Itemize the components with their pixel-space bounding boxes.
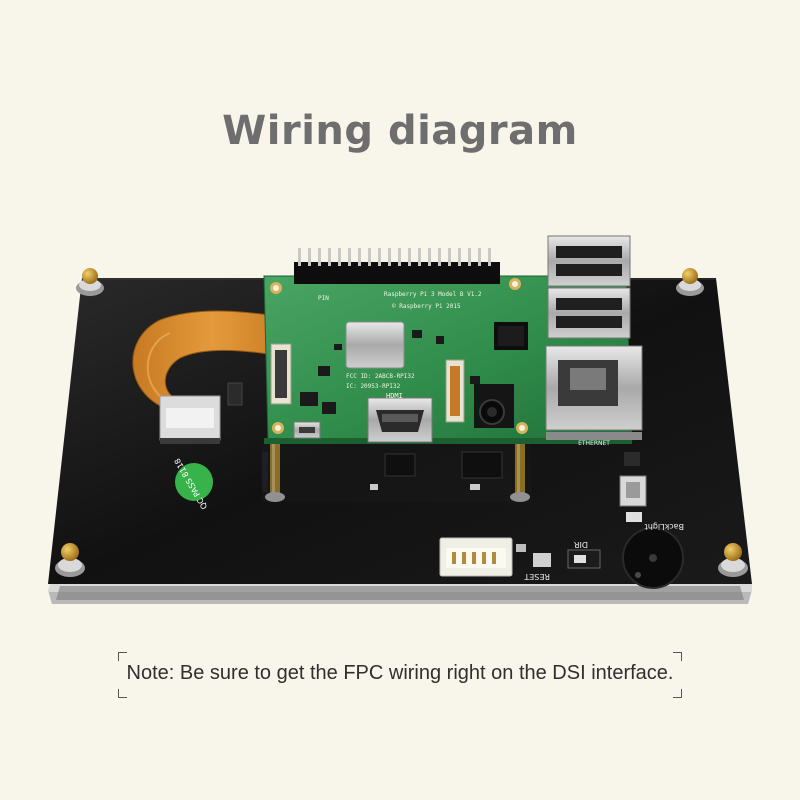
hdmi-port	[367, 397, 433, 443]
svg-text:PIN: PIN	[318, 295, 329, 302]
display-back-components	[227, 382, 684, 589]
svg-text:HDMI: HDMI	[386, 392, 403, 400]
usb-ports	[547, 235, 631, 339]
fpc-ribbon-cable	[132, 310, 293, 444]
pi-standoffs	[262, 440, 530, 502]
note-text: Note: Be sure to get the FPC wiring righ…	[126, 662, 674, 684]
note-corner-top-right	[673, 652, 682, 661]
note-corner-bottom-right	[673, 689, 682, 698]
svg-text:© Raspberry Pi 2015: © Raspberry Pi 2015	[392, 303, 461, 310]
svg-text:IC: 20953-RPI32: IC: 20953-RPI32	[346, 383, 401, 390]
ethernet-port	[545, 345, 643, 440]
page-title: Wiring diagram	[222, 108, 578, 154]
ethernet-label: ETHERNET	[578, 440, 610, 447]
svg-text:FCC ID: 2ABCB-RPI32: FCC ID: 2ABCB-RPI32	[346, 373, 415, 380]
svg-text:BackLight: BackLight	[645, 522, 684, 531]
note-corner-bottom-left	[118, 689, 127, 698]
svg-text:DIR: DIR	[573, 540, 588, 549]
display-standoffs	[55, 268, 748, 577]
raspberry-pi-board: Raspberry Pi 3 Model B V1.2 © Raspberry …	[263, 248, 633, 444]
svg-text:Raspberry Pi 3 Model B V1.2: Raspberry Pi 3 Model B V1.2	[384, 291, 482, 298]
gpio-header	[294, 248, 500, 284]
note-corner-top-left	[118, 652, 127, 661]
display-silkscreen: RESET DIR BackLight	[524, 522, 684, 581]
svg-text:RESET: RESET	[524, 572, 550, 581]
wiring-note: Note: Be sure to get the FPC wiring righ…	[118, 652, 682, 698]
